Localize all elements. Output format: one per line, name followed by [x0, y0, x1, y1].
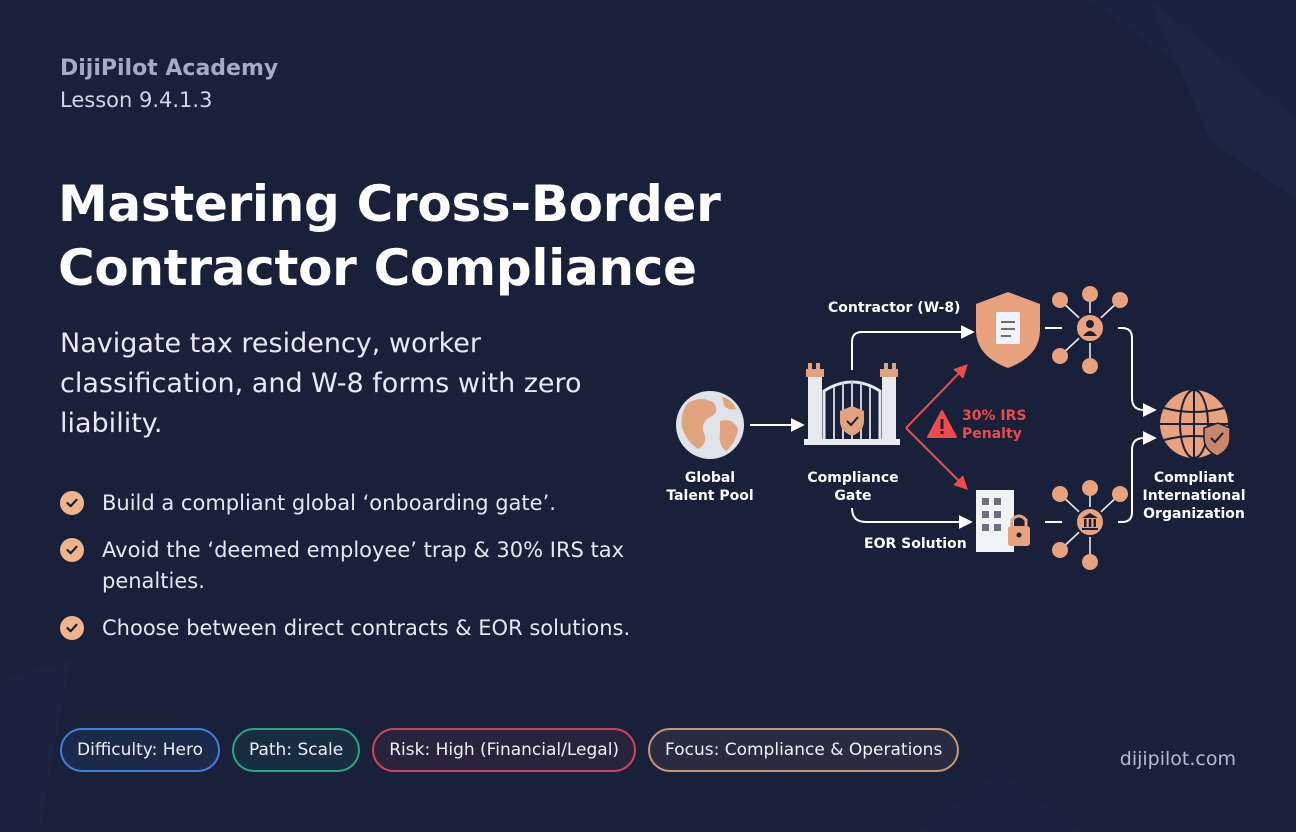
gate-icon [804, 363, 900, 445]
page-title: Mastering Cross-Border Contractor Compli… [58, 175, 721, 297]
node-target-label-1: Compliant [1154, 470, 1235, 486]
node-target-label-3: Organization [1143, 506, 1245, 522]
node-talent-label-1: Global [685, 470, 735, 486]
eor-label: EOR Solution [864, 536, 967, 552]
lesson-number: Lesson 9.4.1.3 [60, 88, 213, 112]
shield-document-icon [976, 292, 1040, 368]
red-arrow-to-contractor [905, 363, 968, 429]
check-icon [60, 538, 84, 562]
key-point: Choose between direct contracts & EOR so… [60, 613, 640, 644]
warning-icon [927, 410, 957, 438]
brand-name: DijiPilot Academy [60, 56, 279, 81]
node-target-label-2: International [1142, 488, 1245, 504]
arrow-gate-to-contractor [851, 325, 975, 370]
contractor-network-icon [1052, 286, 1128, 374]
flow-connectors [750, 325, 1157, 529]
page-subtitle: Navigate tax residency, worker classific… [60, 328, 582, 439]
key-point-text: Choose between direct contracts & EOR so… [102, 616, 631, 640]
check-icon [60, 491, 84, 515]
key-point: Build a compliant global ‘onboarding gat… [60, 488, 640, 519]
tag-risk: Risk: High (Financial/Legal) [372, 728, 637, 772]
contractor-label: Contractor (W-8) [828, 300, 960, 316]
site-url: dijipilot.com [1119, 748, 1236, 770]
red-arrow-to-eor [905, 427, 968, 490]
tag-path: Path: Scale [231, 728, 361, 772]
arrow-gate-to-eor [851, 507, 973, 529]
arrow-hub-to-target-bottom [1118, 431, 1157, 523]
node-talent-label-2: Talent Pool [666, 488, 753, 504]
key-point-text: Avoid the ‘deemed employee’ trap & 30% I… [102, 538, 625, 593]
key-point: Avoid the ‘deemed employee’ trap & 30% I… [60, 535, 640, 597]
building-lock-icon [976, 490, 1030, 552]
node-gate-label-1: Compliance [807, 470, 898, 486]
node-gate-label-2: Gate [834, 488, 871, 504]
check-icon [60, 616, 84, 640]
key-point-text: Build a compliant global ‘onboarding gat… [102, 491, 556, 515]
compliance-flow-diagram: Global Talent Pool Compliance Gate 30% I… [666, 286, 1246, 570]
globe-shield-icon [1160, 389, 1231, 459]
arrow-hub-to-target-top [1118, 327, 1157, 417]
penalty-label-2: Penalty [962, 426, 1022, 442]
key-points-list: Build a compliant global ‘onboarding gat… [60, 488, 640, 660]
eor-network-icon [1052, 480, 1128, 570]
tag-list: Difficulty: Hero Path: Scale Risk: High … [60, 728, 960, 772]
risk-connectors [905, 363, 968, 490]
penalty-label-1: 30% IRS [962, 408, 1026, 424]
tag-difficulty: Difficulty: Hero [60, 728, 220, 772]
tag-focus: Focus: Compliance & Operations [648, 728, 960, 772]
globe-icon [676, 391, 744, 459]
